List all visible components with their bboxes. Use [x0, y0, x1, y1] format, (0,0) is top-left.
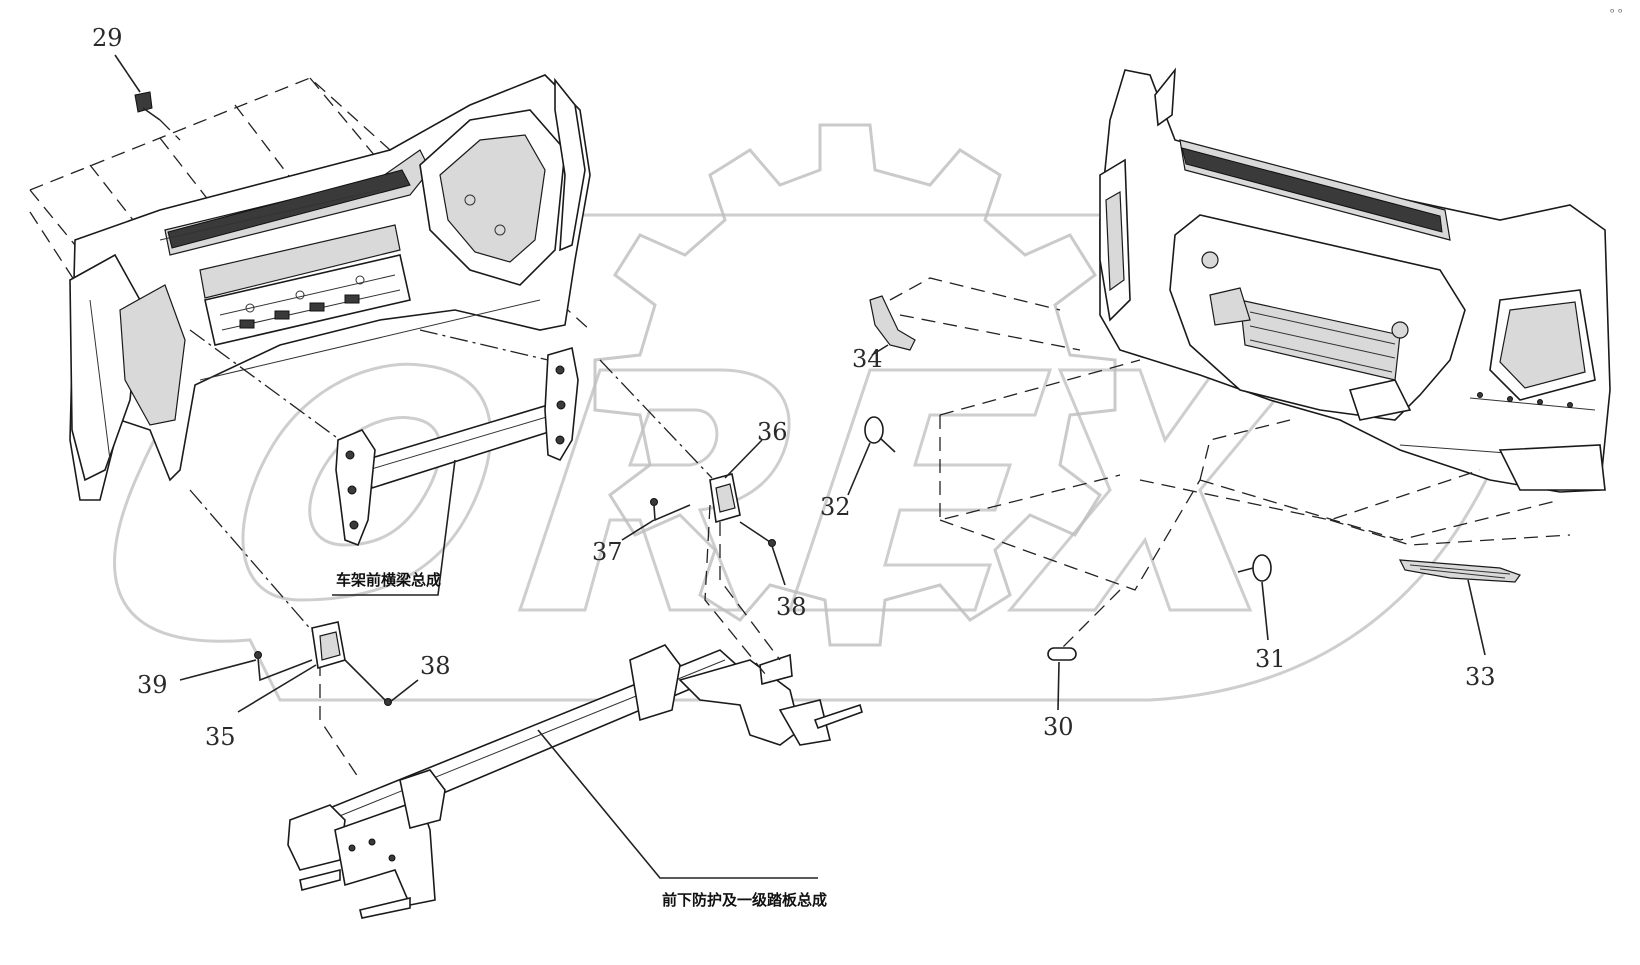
callout-numbers: 29 30 31 32 33 34 35 36 37 38 38 39	[92, 24, 1496, 751]
leader-lines	[114, 54, 1486, 713]
callout-37: 37	[592, 538, 623, 566]
watermark-letters	[241, 362, 1304, 612]
callout-35: 35	[205, 723, 236, 751]
cab-front-frame	[29, 74, 591, 501]
gear-outline-icon	[593, 123, 1117, 647]
callout-34: 34	[852, 345, 883, 373]
bracket-35	[311, 621, 346, 670]
callout-33: 33	[1465, 663, 1496, 691]
callout-38-right: 38	[776, 593, 807, 621]
part-30-clip	[1047, 647, 1077, 661]
corner-mark: ᵒ ᵒ	[1610, 6, 1623, 19]
front-underrun-step-assembly	[189, 359, 863, 919]
part-32-plug	[864, 416, 896, 453]
bracket-36	[709, 473, 741, 524]
leader-crossbeam	[332, 459, 456, 596]
callout-31: 31	[1255, 645, 1286, 673]
part-31-plug	[1237, 554, 1272, 582]
callout-29: 29	[92, 24, 123, 52]
part-33-trim	[1398, 559, 1521, 583]
front-bumper	[1099, 67, 1611, 493]
callout-30: 30	[1043, 713, 1074, 741]
bumper-explode-lines	[889, 277, 1571, 651]
bolt-29-icon	[134, 91, 181, 141]
callout-36: 36	[757, 418, 788, 446]
label-frame-front-crossbeam: 车架前横梁总成	[336, 571, 441, 589]
callout-38-left: 38	[420, 652, 451, 680]
callout-39: 39	[137, 671, 168, 699]
callout-32: 32	[820, 493, 851, 521]
bolt-38b-icon	[344, 659, 392, 706]
frame-front-crossbeam	[189, 329, 579, 596]
bolt-37-icon	[650, 498, 691, 522]
part-34-trim	[869, 295, 916, 351]
watermark	[113, 123, 1529, 702]
label-front-underrun-step: 前下防护及一级踏板总成	[662, 891, 827, 909]
bolt-38a-icon	[739, 521, 776, 547]
bolt-39-icon	[254, 651, 313, 682]
leader-underrun	[537, 729, 818, 879]
